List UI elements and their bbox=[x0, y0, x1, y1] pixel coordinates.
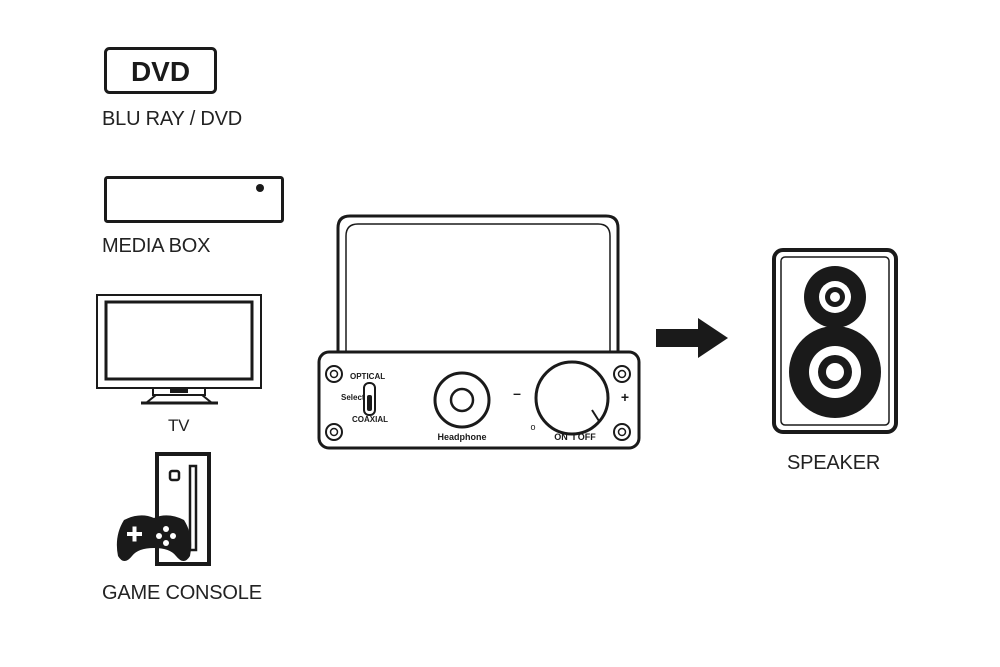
headphone-label: Headphone bbox=[437, 432, 486, 442]
screw-top-right-icon bbox=[613, 365, 631, 383]
volume-minus-label: – bbox=[513, 385, 521, 401]
tv-label: TV bbox=[168, 416, 190, 435]
headphone-jack[interactable] bbox=[433, 371, 491, 429]
speaker-icon bbox=[772, 248, 898, 434]
amplifier-dac: OPTICAL Select COAXIAL Headphone – + o O… bbox=[316, 212, 642, 452]
input-select-switch[interactable] bbox=[363, 382, 376, 416]
switch-optical-label: OPTICAL bbox=[350, 372, 385, 381]
media-box-icon bbox=[104, 176, 284, 224]
switch-select-label: Select bbox=[341, 393, 365, 402]
power-led-label: o bbox=[530, 422, 535, 432]
dvd-logo-text: DVD bbox=[131, 56, 190, 87]
switch-coaxial-label: COAXIAL bbox=[352, 415, 388, 424]
game-console-icon bbox=[104, 452, 216, 566]
speaker-label: SPEAKER bbox=[787, 452, 881, 474]
dvd-logo: DVD bbox=[104, 47, 217, 94]
signal-arrow-icon bbox=[656, 318, 730, 360]
screw-bottom-right-icon bbox=[613, 423, 631, 441]
media-box-label: MEDIA BOX bbox=[102, 235, 211, 257]
game-console-label: GAME CONSOLE bbox=[102, 582, 262, 604]
dvd-label: BLU RAY / DVD bbox=[102, 108, 243, 130]
volume-power-knob[interactable] bbox=[534, 360, 610, 436]
screw-bottom-left-icon bbox=[325, 423, 343, 441]
screw-top-left-icon bbox=[325, 365, 343, 383]
volume-plus-label: + bbox=[621, 389, 629, 405]
power-label: ON I OFF bbox=[554, 432, 596, 442]
tv-icon bbox=[96, 294, 264, 408]
